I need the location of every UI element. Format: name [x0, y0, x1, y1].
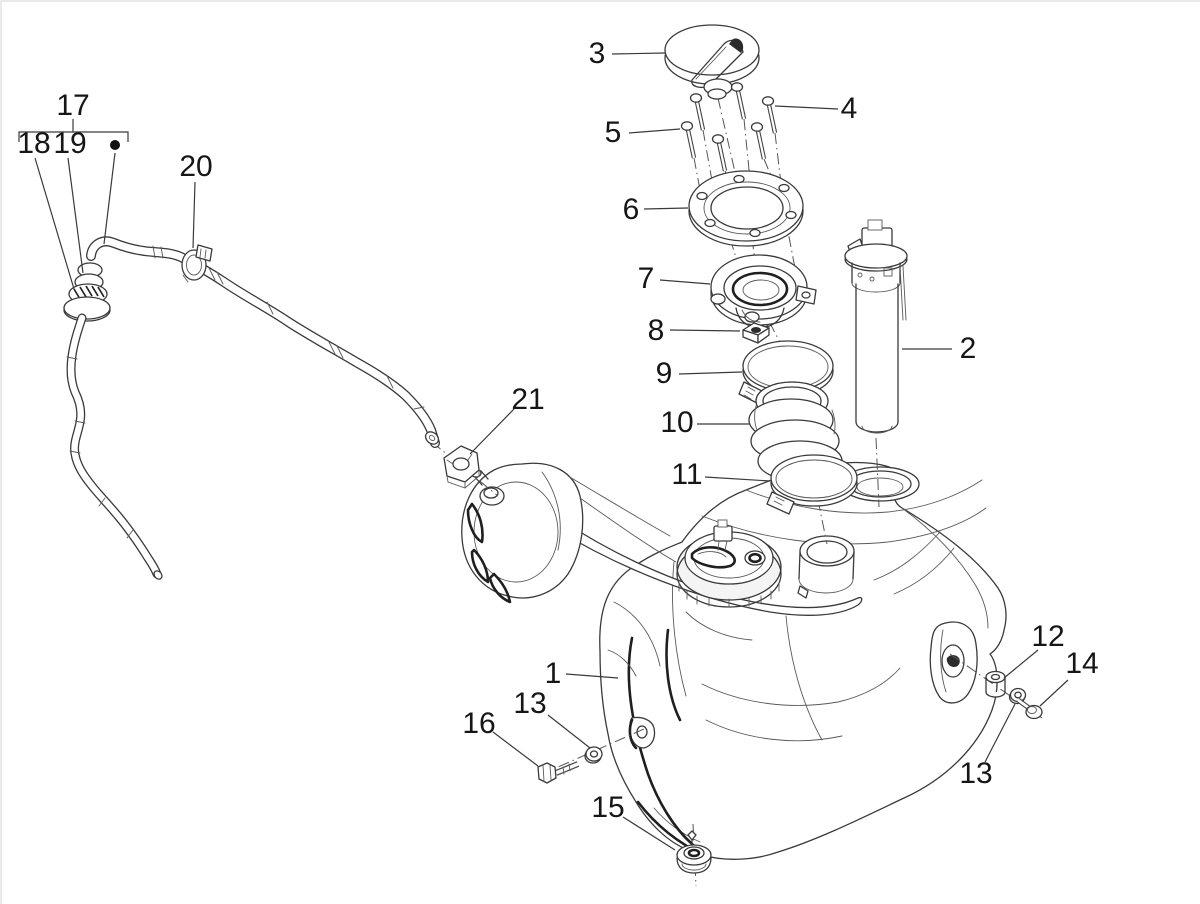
part-11-hose-clamp-lower: [766, 454, 858, 515]
tank-front-cowl: [461, 462, 677, 604]
tank-pump-ring: [676, 519, 782, 608]
callout-part7: 7: [637, 262, 655, 295]
part-16-bolt: [537, 761, 580, 784]
part-12-grommet: [985, 670, 1006, 698]
part-9-hose-clamp-upper: [738, 340, 834, 405]
leader-lines: [18, 52, 1069, 851]
part-8-clip-nut: [742, 322, 770, 344]
callout-part4: 4: [840, 92, 858, 125]
tank-mount-lug: [929, 621, 978, 704]
part-15-rubber-buffer: [676, 830, 712, 874]
callout-part3: 3: [588, 37, 606, 70]
tank-filler-stub: [797, 535, 855, 599]
callout-part9: 9: [655, 357, 673, 390]
callout-part13-right: 13: [959, 757, 993, 790]
part-21-nut: [443, 445, 480, 489]
callout-part1: 1: [544, 657, 562, 690]
callout-part15: 15: [591, 791, 625, 824]
group-bracket: [18, 119, 129, 142]
callout-part10: 10: [660, 406, 694, 439]
callout-part8: 8: [647, 314, 665, 347]
screw: [711, 134, 728, 172]
screw: [730, 82, 747, 120]
part-17-hose-assembly: [63, 236, 440, 580]
callout-part5: 5: [604, 116, 622, 149]
callout-part16: 16: [462, 707, 496, 740]
tank-bolt-bracket: [628, 716, 656, 750]
part-13-washer-left: [584, 746, 603, 764]
part-3-fuel-cap: [664, 24, 760, 100]
callout-part19: 19: [53, 127, 87, 160]
fasteners: [537, 670, 1043, 874]
screw: [750, 122, 767, 160]
callout-part2: 2: [959, 332, 977, 365]
screw: [761, 96, 778, 134]
part-14-screw: [1016, 697, 1043, 720]
screw: [689, 93, 706, 131]
part-2-fuel-level-sender: [844, 219, 908, 434]
part-6-flange-ring: [688, 170, 804, 247]
callout-part17: 17: [56, 89, 90, 122]
part-7-filler-neck-ring: [710, 254, 817, 329]
part-20-hose-clamp: [181, 244, 213, 283]
callout-part21: 21: [511, 383, 545, 416]
callout-part6: 6: [622, 193, 640, 226]
callout-part20: 20: [179, 150, 213, 183]
screw: [680, 121, 697, 159]
callout-part18: 18: [17, 127, 51, 160]
callout-part11: 11: [671, 458, 703, 491]
part-1-fuel-tank: [461, 461, 1007, 860]
callout-part14: 14: [1065, 647, 1099, 680]
callout-part13-left: 13: [513, 687, 547, 720]
bullet-marker: [110, 140, 120, 150]
part-18-hose-fitting: [63, 262, 111, 322]
callout-part12: 12: [1031, 620, 1065, 653]
part-4-5-screws: [680, 82, 778, 172]
